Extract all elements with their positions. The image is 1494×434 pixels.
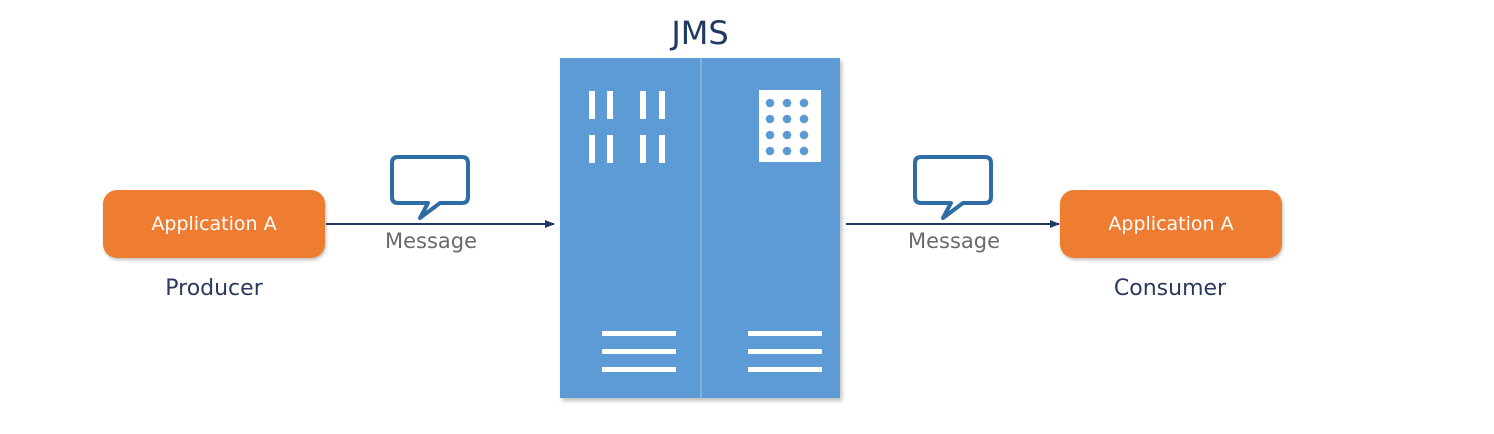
producer-application-box: Application A [103, 190, 325, 258]
drive-lines-right-icon [748, 331, 822, 372]
speech-bubble-icon [390, 155, 470, 220]
server-rack-icon [560, 58, 840, 398]
speech-bubble-icon [913, 155, 993, 220]
consumer-application-label: Application A [1108, 213, 1234, 235]
vent-slots-icon [589, 91, 665, 163]
producer-role-label: Producer [165, 276, 263, 301]
consumer-role-label: Consumer [1113, 276, 1227, 301]
message-label-right: Message [907, 229, 1001, 253]
dot-grid-panel-icon [759, 90, 821, 162]
consumer-application-box: Application A [1060, 190, 1282, 258]
producer-application-label: Application A [151, 213, 277, 235]
drive-lines-left-icon [602, 331, 676, 372]
message-label-left: Message [384, 229, 478, 253]
diagram-title: JMS [671, 14, 729, 52]
